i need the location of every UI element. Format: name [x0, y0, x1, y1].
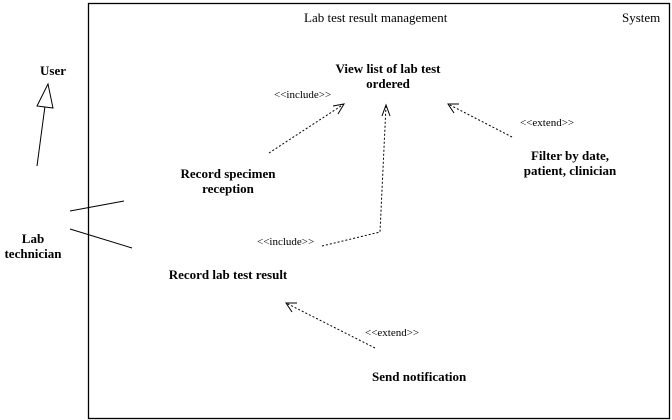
extend-line-notification	[285, 302, 376, 349]
extend-arrowhead-notification	[285, 302, 297, 313]
actor-lab-technician-line-2: technician	[4, 245, 62, 261]
include-label-specimen: <<include>>	[274, 89, 332, 101]
system-boundary-label: System	[622, 10, 661, 25]
association-line-record-specimen	[69, 200, 125, 212]
extend-label-notification: <<extend>>	[365, 327, 420, 339]
usecase-view-list-line-2: ordered	[366, 75, 410, 91]
extend-label-filter: <<extend>>	[520, 117, 575, 129]
include-arrowhead-result	[381, 103, 391, 117]
actor-lab-technician[interactable]: Lab technician	[0, 231, 66, 262]
usecase-filter-line-2: patient, clinician	[523, 162, 617, 178]
include-line-result	[321, 105, 387, 247]
usecase-record-result[interactable]: Record lab test result	[156, 267, 300, 283]
usecase-filter[interactable]: Filter by date, patient, clinician	[510, 148, 630, 179]
actor-lab-technician-line-1: Lab	[21, 231, 45, 246]
include-label-result: <<include>>	[257, 236, 315, 248]
usecase-send-notification-line-1: Send notification	[372, 369, 467, 384]
association-line-record-result	[69, 228, 133, 249]
usecase-send-notification[interactable]: Send notification	[372, 369, 467, 385]
extend-line-filter	[447, 103, 513, 138]
include-arrowhead-specimen	[332, 103, 345, 115]
usecase-record-specimen[interactable]: Record specimen reception	[168, 166, 288, 197]
usecase-record-specimen-line-2: reception	[202, 180, 254, 196]
usecase-record-specimen-line-1: Record specimen	[180, 166, 276, 181]
usecase-view-list[interactable]: View list of lab test ordered	[316, 61, 460, 92]
usecase-filter-line-1: Filter by date,	[530, 148, 610, 163]
usecase-record-result-line-1: Record lab test result	[168, 267, 288, 282]
system-title: Lab test result management	[304, 10, 448, 25]
usecase-view-list-line-1: View list of lab test	[335, 61, 441, 76]
extend-arrowhead-filter	[447, 103, 459, 114]
generalization-arrowhead	[36, 82, 54, 109]
actor-user[interactable]: User	[40, 63, 66, 78]
system-boundary	[87, 2, 671, 420]
include-line-specimen	[268, 103, 345, 154]
generalization-line	[36, 105, 46, 167]
